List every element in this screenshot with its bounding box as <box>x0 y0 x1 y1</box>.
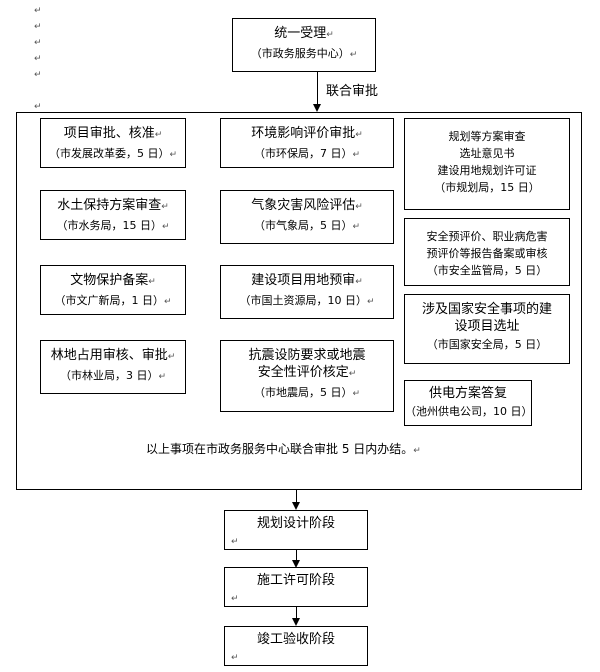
forest-land-box: 林地占用审核、审批↵ （市林业局，3 日）↵ <box>40 340 186 394</box>
joint-approval-container <box>16 112 582 490</box>
soil-water-box: 水土保持方案审查↵ （市水务局，15 日）↵ <box>40 190 186 240</box>
environment-assessment-box: 环境影响评价审批↵ （市环保局，7 日）↵ <box>220 118 394 168</box>
return-mark: ↵ <box>34 22 42 32</box>
unified-acceptance-box: 统一受理↵ （市政务服务中心）↵ <box>232 18 376 72</box>
arrow-head <box>292 502 300 510</box>
arrow-line <box>317 72 318 104</box>
stage-construction-permit: 施工许可阶段 ↵ <box>224 567 368 607</box>
box-subtitle: （市政务服务中心）↵ <box>250 47 358 60</box>
joint-approval-label: 联合审批 <box>326 84 379 99</box>
return-mark: ↵ <box>34 38 42 48</box>
return-mark: ↵ <box>34 70 42 80</box>
land-pre-review-box: 建设项目用地预审↵ （市国土资源局，10 日）↵ <box>220 265 394 319</box>
box-title: 统一受理↵ <box>274 26 334 41</box>
project-approval-box: 项目审批、核准↵ （市发展改革委，5 日）↵ <box>40 118 186 168</box>
safety-assessment-box: 安全预评价、职业病危害 预评价等报告备案或审核 （市安全监管局，5 日） <box>404 218 570 286</box>
return-mark: ↵ <box>34 54 42 64</box>
arrow-head <box>313 104 321 112</box>
arrow-line <box>296 607 297 618</box>
arrow-head <box>292 618 300 626</box>
planning-review-box: 规划等方案审查 选址意见书 建设用地规划许可证 （市规划局，15 日） <box>404 118 570 210</box>
meteorological-risk-box: 气象灾害风险评估↵ （市气象局，5 日）↵ <box>220 190 394 244</box>
power-supply-box: 供电方案答复 （池州供电公司，10 日） <box>404 380 533 426</box>
national-security-box: 涉及国家安全事项的建 设项目选址 （市国家安全局，5 日） <box>404 294 570 364</box>
arrow-line <box>296 550 297 560</box>
arrow-line <box>296 490 297 502</box>
approval-note: 以上事项在市政务服务中心联合审批 5 日内办结。↵ <box>146 442 421 456</box>
return-mark: ↵ <box>34 102 42 112</box>
seismic-assessment-box: 抗震设防要求或地震 安全性评价核定↵ （市地震局，5 日）↵ <box>220 340 394 412</box>
stage-completion-acceptance: 竣工验收阶段 ↵ <box>224 626 368 666</box>
arrow-head <box>292 560 300 568</box>
return-mark: ↵ <box>34 6 42 16</box>
stage-planning-design: 规划设计阶段 ↵ <box>224 510 368 550</box>
cultural-relics-box: 文物保护备案↵ （市文广新局，1 日）↵ <box>40 265 186 315</box>
